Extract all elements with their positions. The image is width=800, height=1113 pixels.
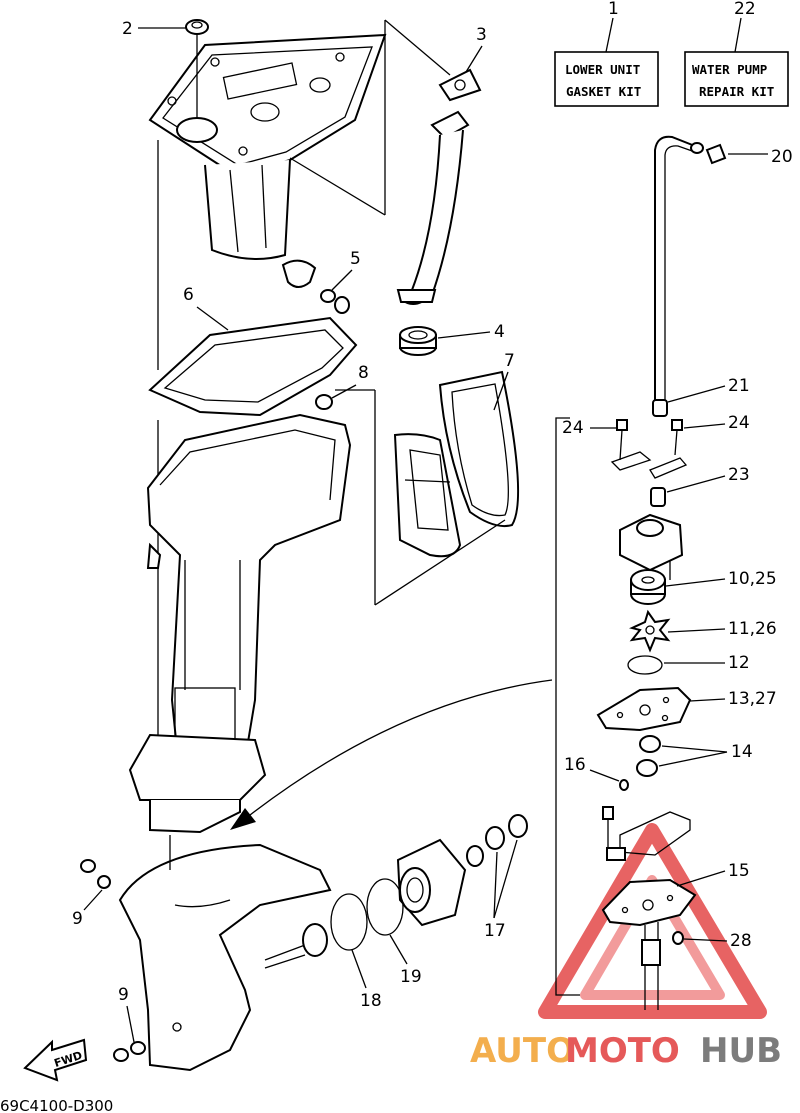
kit-22-line1: WATER PUMP: [692, 62, 767, 77]
label-15: 15: [728, 861, 750, 881]
part-16-key: 16: [564, 755, 629, 791]
kit-22-line2: REPAIR KIT: [699, 84, 774, 99]
part-2-grommet: 2: [122, 19, 209, 118]
watermark-hub: HUB: [700, 1031, 782, 1071]
label-8: 8: [358, 363, 369, 383]
water-tube: [396, 110, 470, 305]
part-11-26-impeller: 11,26: [629, 609, 777, 653]
kit-number-1: 1: [608, 0, 619, 19]
label-20: 20: [771, 147, 793, 167]
label-5: 5: [350, 249, 361, 269]
label-14: 14: [731, 742, 753, 762]
part-17-seals: 17: [466, 814, 528, 941]
label-7: 7: [504, 351, 515, 371]
upper-casing-plate: [148, 33, 387, 177]
part-plates: [610, 451, 688, 479]
part-24-right-bolt: 24: [671, 413, 750, 456]
label-24a: 24: [562, 418, 584, 438]
part-24-left-bolt: 24: [562, 418, 628, 461]
label-17: 17: [484, 921, 506, 941]
lower-gearcase: [118, 843, 332, 1072]
part-18-oring: 18: [330, 893, 382, 1011]
part-13-27-plate: 13,27: [596, 686, 777, 732]
part-19-oring: 19: [366, 878, 422, 987]
watermark-auto: AUTO: [470, 1031, 575, 1071]
label-16: 16: [564, 755, 586, 775]
watermark-triangle: [538, 823, 767, 1019]
kit-lower-unit-gasket: 1 LOWER UNIT GASKET KIT: [554, 0, 659, 107]
label-19: 19: [400, 967, 422, 987]
kit-number-22: 22: [734, 0, 756, 19]
part-15-plate: 15: [601, 861, 750, 927]
fwd-arrow: FWD: [23, 1038, 88, 1082]
diagram-code: 69C4100-D300: [0, 1097, 113, 1113]
label-4: 4: [494, 322, 505, 342]
label-2: 2: [122, 19, 133, 39]
label-21: 21: [728, 376, 750, 396]
part-bearing-housing: [396, 838, 467, 927]
drive-shaft: [641, 922, 661, 1010]
part-spacer: [302, 923, 328, 957]
label-18: 18: [360, 991, 382, 1011]
label-24b: 24: [728, 413, 750, 433]
kit-1-line2: GASKET KIT: [566, 84, 641, 99]
label-12: 12: [728, 653, 750, 673]
kit-water-pump-repair: 22 WATER PUMP REPAIR KIT: [684, 0, 789, 107]
part-8-nut: 8: [315, 363, 369, 410]
drive-shaft-housing: [128, 413, 352, 834]
label-9b: 9: [118, 985, 129, 1005]
label-23: 23: [728, 465, 750, 485]
part-28-key: 28: [672, 931, 752, 951]
part-20-grommet: 20: [705, 143, 793, 167]
kit-1-line1: LOWER UNIT: [565, 62, 640, 77]
part-6-gasket: 6: [148, 285, 358, 417]
label-13-27: 13,27: [728, 689, 777, 709]
part-3-exhaust-gasket: 3: [438, 25, 487, 102]
label-6: 6: [183, 285, 194, 305]
watermark-moto: MOTO: [565, 1031, 680, 1071]
part-7-gasket-and-cover: 7: [393, 351, 520, 558]
part-9-lower-plug: 9: [113, 985, 146, 1062]
part-9-upper-plug: 9: [72, 859, 111, 929]
part-23-insert: 23: [650, 465, 750, 507]
part-5-plug: 5: [281, 249, 361, 314]
part-21-grommet: 21: [652, 376, 750, 417]
upper-casing-exhaust: [204, 159, 291, 260]
part-10-25-insert: 10,25: [630, 569, 777, 605]
water-pipe: [654, 135, 704, 400]
label-3: 3: [476, 25, 487, 45]
label-9a: 9: [72, 909, 83, 929]
part-4-seal: 4: [399, 322, 505, 356]
pump-housing: [619, 513, 684, 580]
drive-shaft-housing-lower: [602, 806, 691, 861]
label-10-25: 10,25: [728, 569, 777, 589]
part-12-oring: 12: [627, 653, 750, 675]
watermark-logo: AUTO MOTO HUB: [470, 1031, 782, 1071]
part-14-pins: 14: [636, 735, 753, 777]
label-11-26: 11,26: [728, 619, 777, 639]
label-28: 28: [730, 931, 752, 951]
